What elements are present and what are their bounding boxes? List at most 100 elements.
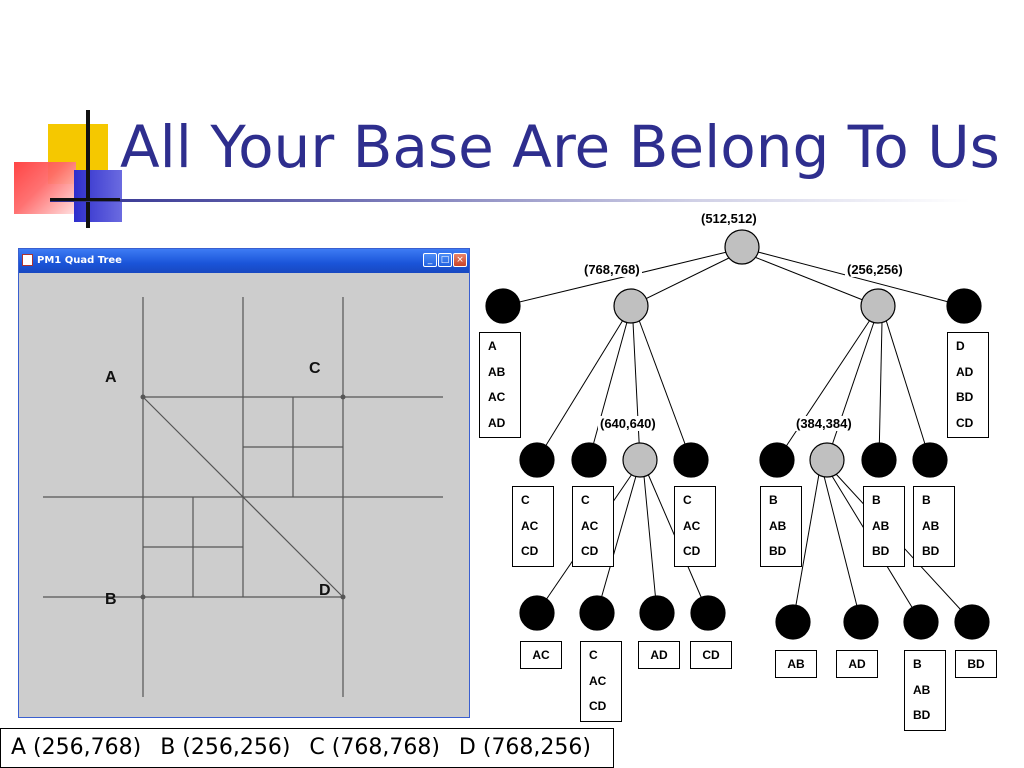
coord-c: C (768,768) (309, 735, 440, 760)
edge-list-item: AD (650, 648, 668, 662)
tree-leaf-node (775, 604, 811, 640)
edge-list-item: AD (488, 415, 506, 430)
tree-leaf-node (519, 442, 555, 478)
window-title: PM1 Quad Tree (37, 255, 122, 266)
tree-leaf-node (946, 288, 982, 324)
maximize-button[interactable]: □ (438, 253, 452, 267)
edge-list-item: C (683, 493, 692, 507)
coord-d: D (768,256) (458, 735, 591, 760)
tree-edge (878, 321, 883, 461)
tree-edge (630, 255, 734, 307)
tree-edge (885, 319, 931, 461)
point-c (340, 394, 346, 400)
leaf-edge-list: C AC CD (674, 486, 716, 567)
coordinates-caption: A (256,768) B (256,256) C (768,768) D (7… (0, 728, 614, 768)
leaf-edge-list: CD (690, 641, 732, 669)
app-icon (22, 254, 33, 266)
leaf-edge-list: BD (955, 650, 997, 678)
slide-title: All Your Base Are Belong To Us (120, 113, 1000, 181)
tree-edge (826, 321, 875, 461)
tree-edge (751, 255, 879, 307)
edge-list-item: B (769, 493, 778, 507)
edge-list-item: AC (488, 390, 506, 404)
point-label-d: D (319, 582, 331, 599)
edge-list-item: AC (683, 518, 701, 533)
edge-list-item: AB (872, 518, 890, 533)
edge-list-item: BD (872, 544, 890, 558)
point-label-c: C (309, 360, 321, 377)
window-titlebar[interactable]: PM1 Quad Tree _ □ × (19, 249, 469, 273)
leaf-edge-list: AB (775, 650, 817, 678)
point-b (140, 594, 146, 600)
title-underline (50, 199, 970, 202)
point-d (340, 594, 346, 600)
edge-list-item: D (956, 339, 965, 353)
edge-list-item: B (913, 657, 922, 671)
edge-list-item: C (521, 493, 530, 507)
leaf-edge-list: B AB BD (760, 486, 802, 567)
edge-list-item: CD (581, 544, 599, 558)
tree-leaf-node (673, 442, 709, 478)
edge-list-item: AD (956, 364, 974, 379)
edge-list-item: BD (769, 544, 787, 558)
node-label-nw: (768,768) (582, 262, 642, 277)
node-label-root: (512,512) (701, 211, 757, 226)
node-label-ne: (256,256) (845, 262, 905, 277)
leaf-edge-list: AD (638, 641, 680, 669)
tree-leaf-node (912, 442, 948, 478)
tree-node-640 (622, 442, 658, 478)
tree-edge (502, 251, 728, 307)
edge-ad (142, 396, 344, 598)
leaf-edge-list: C AC CD (512, 486, 554, 567)
tree-edge (638, 319, 692, 461)
leaf-edge-list: AC (520, 641, 562, 669)
edge-list-item: AC (532, 648, 550, 662)
tree-edge (776, 319, 871, 461)
edge-list-item: AB (769, 518, 787, 533)
edge-list-item: AB (922, 518, 940, 533)
tree-leaf-node (571, 442, 607, 478)
edge-list-item: B (922, 493, 931, 507)
edge-list-item: CD (521, 544, 539, 558)
tree-leaf-node (759, 442, 795, 478)
tree-leaf-node (579, 595, 615, 631)
tree-node-384 (809, 442, 845, 478)
edge-list-item: CD (589, 699, 607, 713)
edge-list-item: AD (848, 657, 866, 671)
tree-edge (588, 321, 628, 461)
close-button[interactable]: × (453, 253, 467, 267)
coord-a: A (256,768) (11, 735, 142, 760)
deco-vertical-line (86, 110, 90, 228)
edge-list-item: CD (683, 544, 701, 558)
node-label-640: (640,640) (598, 416, 658, 431)
tree-edge (823, 475, 862, 623)
leaf-edge-list: B AB BD (863, 486, 905, 567)
quadtree-window: PM1 Quad Tree _ □ × A C B D (18, 248, 470, 718)
edge-list-item: C (581, 493, 590, 507)
tree-leaf-node (861, 442, 897, 478)
tree-leaf-node (903, 604, 939, 640)
tree-edge (643, 475, 658, 614)
tree-edge (792, 473, 820, 623)
edge-list-item: B (872, 493, 881, 507)
tree-leaf-node (954, 604, 990, 640)
minimize-button[interactable]: _ (423, 253, 437, 267)
edge-list-item: AC (521, 518, 539, 533)
point-a (140, 394, 146, 400)
tree-edge (757, 251, 965, 307)
edge-list-item: BD (967, 657, 985, 671)
tree-leaf-node (639, 595, 675, 631)
edge-list-item: AB (787, 657, 805, 671)
tree-node-nw (613, 288, 649, 324)
tree-node-ne (860, 288, 896, 324)
tree-leaf-node (690, 595, 726, 631)
edge-list-item: AC (589, 673, 607, 688)
tree-leaf-node (519, 595, 555, 631)
deco-horizontal-line (50, 198, 120, 201)
